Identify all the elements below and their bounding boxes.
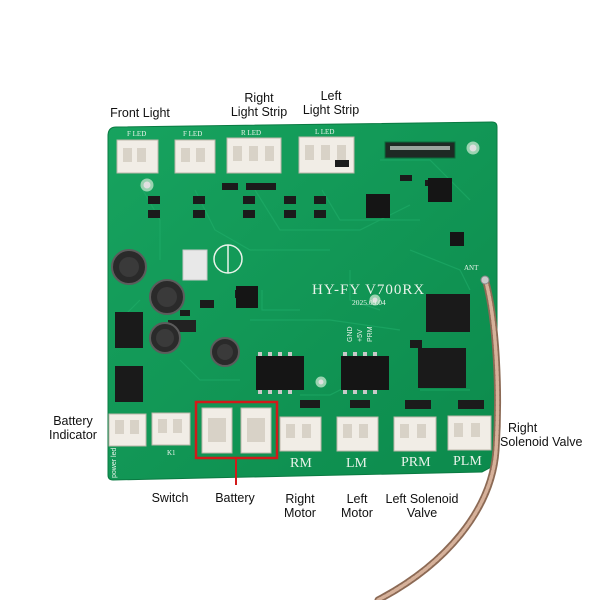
silk-f-led-2: F LED <box>183 130 202 138</box>
label-battery-indicator: Battery Indicator <box>40 414 106 442</box>
label-right-motor-line2: Motor <box>284 506 316 520</box>
left-motor-connector <box>336 416 379 452</box>
right-solenoid-connector <box>447 415 492 451</box>
silk-prm: PRM <box>401 455 431 470</box>
label-front-light: Front Light <box>100 106 180 120</box>
label-left-light-strip-line1: Left <box>320 89 342 103</box>
label-right-solenoid-valve-line1: Right <box>508 421 538 435</box>
label-left-solenoid-valve-line2: Valve <box>406 506 438 520</box>
silk-f-led-1: F LED <box>127 130 146 138</box>
silk-ant: ANT <box>464 264 479 272</box>
silk-plm: PLM <box>453 454 482 469</box>
label-right-solenoid-valve: Right Solenoid Valve <box>500 421 598 449</box>
silk-5v: +5V <box>357 329 364 342</box>
label-left-light-strip-line2: Light Strip <box>302 103 360 117</box>
bottom-connectors <box>108 407 492 454</box>
label-right-light-strip-line2: Light Strip <box>230 105 288 119</box>
battery-connector-a <box>201 407 233 454</box>
label-right-light-strip-line1: Right <box>244 91 274 105</box>
label-left-light-strip: Left Light Strip <box>286 89 376 117</box>
label-switch: Switch <box>140 491 200 505</box>
capacitors <box>111 249 240 367</box>
right-light-strip-connector <box>226 137 282 174</box>
antenna-cable <box>374 275 502 604</box>
right-motor-connector <box>279 416 322 452</box>
battery-indicator-connector <box>108 413 147 447</box>
label-left-motor: Left Motor <box>327 492 387 520</box>
silk-prm-small: PRM <box>367 326 374 342</box>
label-right-motor: Right Motor <box>270 492 330 520</box>
top-connectors <box>116 136 355 174</box>
silk-lm: LM <box>346 456 368 471</box>
silk-date: 2025.09.04 <box>352 298 386 307</box>
left-solenoid-connector <box>393 416 437 452</box>
front-light-connector-b <box>174 139 216 174</box>
ic-pins <box>258 352 377 394</box>
silk-rm: RM <box>290 456 312 471</box>
label-battery-indicator-line2: Indicator <box>49 428 97 442</box>
label-right-light-strip: Right Light Strip <box>214 91 304 119</box>
mounting-holes <box>140 141 480 388</box>
left-light-strip-connector <box>298 136 355 174</box>
silk-power-led: power led <box>111 448 118 478</box>
label-switch-text: Switch <box>151 491 189 505</box>
silk-model: HY-FY V700RX <box>312 282 425 298</box>
battery-connector-b <box>240 407 272 454</box>
label-battery-indicator-line1: Battery <box>53 414 93 428</box>
ic-chips <box>115 178 470 402</box>
label-right-motor-line1: Right <box>285 492 315 506</box>
silk-l-led: L LED <box>315 128 334 136</box>
label-battery: Battery <box>202 491 268 505</box>
label-front-light-text: Front Light <box>110 106 170 120</box>
label-left-solenoid-valve: Left Solenoid Valve <box>376 492 468 520</box>
front-light-connector-a <box>116 139 159 174</box>
switch-connector <box>151 412 191 446</box>
fpc-connector <box>384 141 456 159</box>
silk-k1: K1 <box>167 449 176 457</box>
silk-r-led: R LED <box>241 129 261 137</box>
label-right-solenoid-valve-line2: Solenoid Valve <box>500 435 583 449</box>
silk-circle-symbol <box>213 244 243 274</box>
label-left-motor-line2: Motor <box>341 506 373 520</box>
label-left-solenoid-valve-line1: Left Solenoid <box>385 492 459 506</box>
label-battery-text: Battery <box>215 491 255 505</box>
label-left-motor-line1: Left <box>346 492 368 506</box>
silk-gnd: GND <box>347 326 354 342</box>
